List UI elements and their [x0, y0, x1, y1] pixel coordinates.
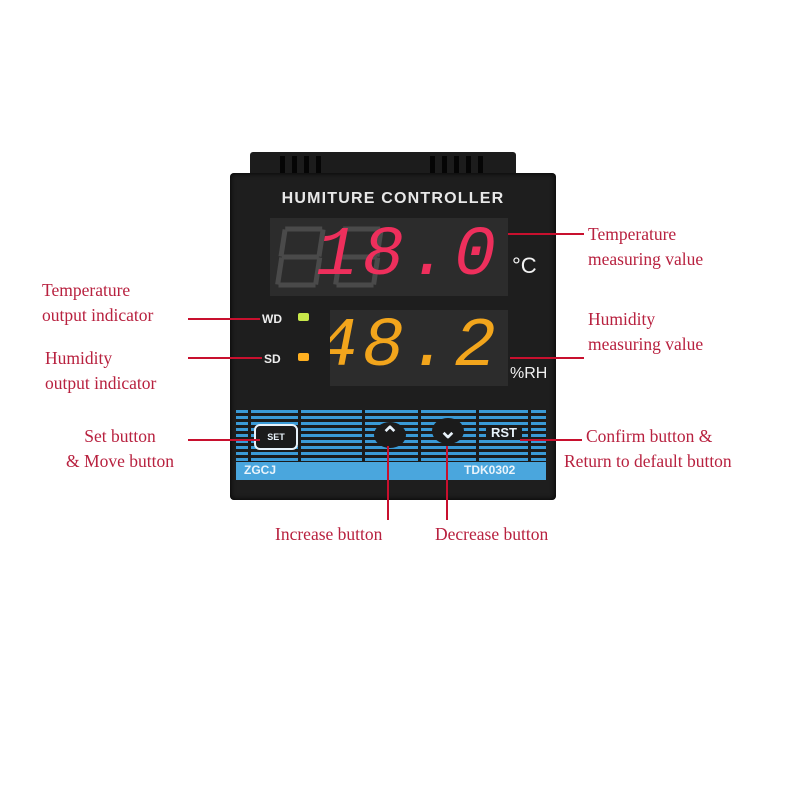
increase-button-label: Increase button	[275, 524, 383, 544]
brand-name: ZGCJ	[244, 463, 277, 477]
brand-bar: ZGCJ TDK0302	[236, 462, 546, 480]
wd-indicator-led	[298, 313, 309, 321]
reset-button[interactable]: RST	[486, 425, 522, 440]
set-button-label: Set button& Move button	[66, 426, 174, 471]
ghost-segment	[374, 229, 384, 257]
humidity-measuring-leader	[510, 357, 584, 359]
sd-label: SD	[264, 352, 281, 366]
ghost-segment	[316, 229, 326, 257]
temperature-measuring-leader	[508, 233, 584, 235]
ghost-segment	[275, 257, 285, 285]
set-button-leader	[188, 439, 260, 441]
decrease-button-leader	[446, 446, 448, 520]
temperature-value: 18.0	[315, 218, 500, 296]
humidity-output-leader	[188, 357, 262, 359]
wd-label: WD	[262, 312, 282, 326]
decrease-button[interactable]: ⌄	[432, 418, 464, 444]
set-button[interactable]: SET	[254, 424, 298, 450]
increase-button[interactable]: ⌃	[374, 422, 406, 448]
ghost-segment	[278, 229, 288, 257]
temperature-unit: °C	[512, 253, 537, 278]
ghost-segment	[371, 257, 381, 285]
controller-housing	[250, 152, 516, 176]
sd-indicator-led	[298, 353, 309, 361]
humidity-value: 48.2	[330, 310, 500, 386]
decrease-button-label: Decrease button	[435, 524, 549, 544]
increase-button-leader	[387, 446, 389, 520]
model-number: TDK0302	[464, 463, 516, 477]
ghost-segment	[313, 257, 323, 285]
humidity-display: 48.2	[330, 310, 508, 386]
button-panel: SET ⌃ ⌄ RST	[236, 410, 546, 462]
confirm-button-label: Confirm button &Return to default button	[564, 426, 732, 471]
device-title: HUMITURE CONTROLLER	[281, 190, 505, 207]
temperature-output-leader	[188, 318, 260, 320]
controller-face: HUMITURE CONTROLLER 18.0 °C WD SD 48.2 %…	[230, 173, 556, 500]
ghost-segment	[336, 229, 346, 257]
ghost-segment	[333, 257, 343, 285]
humidity-unit: %RH	[510, 365, 548, 382]
temperature-ghost-digits	[275, 226, 384, 288]
confirm-button-leader	[520, 439, 582, 441]
temperature-display: 18.0	[270, 218, 508, 296]
